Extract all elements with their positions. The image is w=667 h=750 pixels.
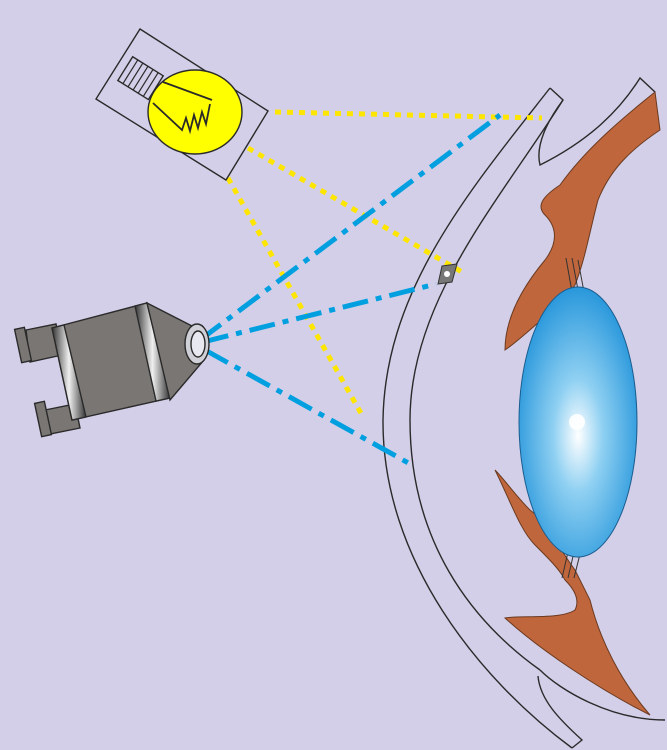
optical-section-highlight [444, 271, 450, 277]
illumination-ray-top [274, 109, 543, 121]
illumination-ray-middle [246, 145, 464, 275]
cornea-outer [382, 87, 573, 749]
light-bulb [147, 69, 243, 155]
iris-upper [504, 91, 661, 351]
ring-rear [51, 324, 87, 421]
lamp-icon [95, 28, 269, 181]
illumination-rays [225, 109, 543, 417]
observation-rays [198, 113, 502, 468]
observation-ray-bottom [203, 347, 414, 468]
eye [382, 76, 666, 749]
observation-ray-middle [202, 281, 437, 345]
illumination-ray-bottom [225, 176, 365, 417]
microscope-icon [13, 301, 210, 438]
observation-ray-top [198, 113, 502, 342]
cornea-inner [409, 99, 564, 671]
bulb-filament [152, 81, 213, 135]
sclera-bottom [537, 669, 666, 749]
lens-highlight [569, 414, 585, 430]
sclera-top [538, 76, 656, 167]
